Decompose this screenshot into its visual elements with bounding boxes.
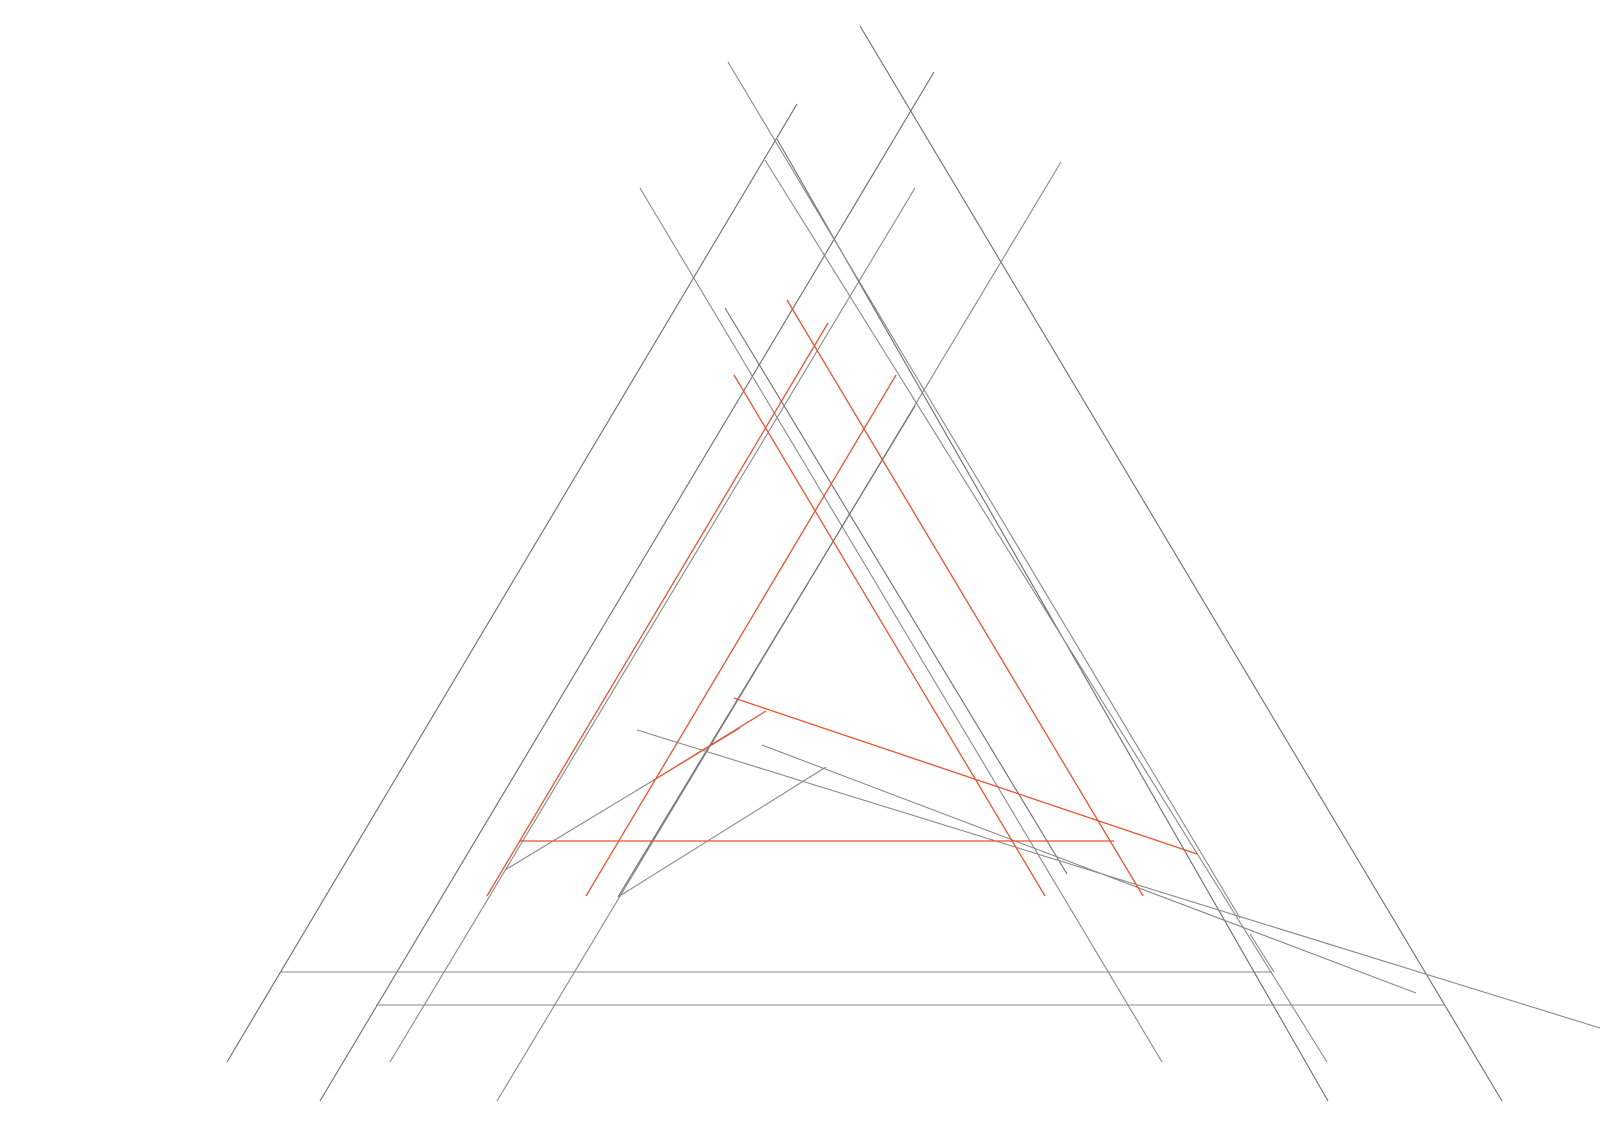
inner-right-edge-2 <box>764 159 1328 1063</box>
cross-line-4 <box>617 766 827 898</box>
outer-left-edge-2 <box>319 71 935 1102</box>
red-cross-line <box>733 697 1198 855</box>
small-right-inner <box>724 307 1068 875</box>
small-left-inner <box>617 405 916 898</box>
highlight-lines <box>486 299 1198 897</box>
cross-line-5 <box>1249 933 1275 973</box>
red-left-edge-2 <box>585 374 897 897</box>
mid-left-edge <box>389 187 916 1063</box>
red-short-cross <box>653 710 767 781</box>
red-right-edge-2 <box>733 374 1046 897</box>
cross-line-2 <box>761 744 1417 994</box>
small-left-edge <box>639 187 1163 1063</box>
cross-line-1 <box>636 729 1601 1029</box>
outer-right-edge-2 <box>859 25 1503 1102</box>
construction-lines <box>226 25 1601 1102</box>
red-left-edge <box>486 322 829 897</box>
outer-left-edge <box>226 103 798 1063</box>
red-right-edge <box>786 299 1144 897</box>
outer-right-edge <box>776 138 1329 1102</box>
inner-right-edge <box>727 61 1241 919</box>
